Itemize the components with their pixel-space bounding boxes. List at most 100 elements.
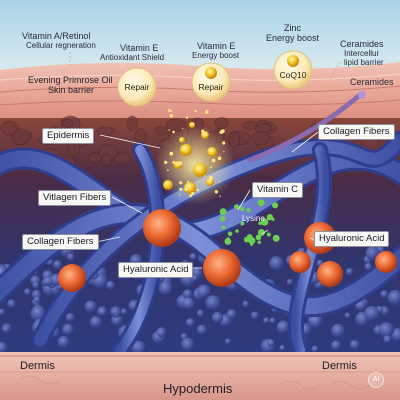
dermal-cell [126, 115, 138, 131]
vitamin-e-1-label: Vitamin E [120, 43, 158, 53]
lysine-dot [246, 208, 251, 213]
gold-sparkle [172, 130, 175, 134]
lysine-dot [266, 214, 273, 221]
ceramides-1-sub2: lipid barrier [344, 58, 384, 67]
coq10-label: CoQ10 [273, 70, 313, 80]
lysine-dot [224, 238, 232, 245]
ceramides-1-sub1-text: Intercellur [344, 49, 380, 58]
blue-cell [344, 312, 351, 319]
gold-particle [193, 163, 207, 177]
gold-sparkle [168, 109, 171, 112]
dermal-cell [214, 117, 229, 129]
dermal-cell [242, 120, 257, 131]
lysine-text: Lysine [242, 214, 265, 223]
gold-sparkle [205, 110, 209, 114]
gold-sparkle [196, 188, 200, 192]
dermal-cell [113, 152, 131, 165]
hyaluronic-center-text: Hyaluronic Acid [123, 264, 189, 275]
repair-1-label: Repair [117, 82, 157, 92]
gold-sparkle [179, 187, 183, 191]
lysine-dot [246, 234, 253, 240]
gold-sparkle [222, 141, 226, 145]
gold-sparkle [219, 130, 223, 134]
gold-sparkle [191, 192, 195, 195]
dermal-cell [1, 121, 19, 136]
blue-cell [205, 295, 221, 311]
lysine-dot [227, 231, 233, 237]
blue-cell [242, 300, 249, 308]
blue-cell [3, 326, 10, 333]
ceramides-2-title: Ceramides [350, 77, 394, 87]
blue-cell [110, 306, 122, 318]
vitamin-a-sublabel: Cellular regneration [26, 41, 96, 50]
gold-sparkle [223, 151, 225, 153]
collagen-right-text: Collagen Fibers [323, 126, 390, 137]
blue-cell [105, 280, 115, 290]
evening-primrose-title: Evening Primrose Oil [28, 75, 113, 85]
vitamin-e-2-label: Vitamin E [197, 41, 235, 51]
blue-cell [7, 299, 16, 309]
gold-sparkle [179, 181, 183, 185]
vitamin-a-title: Vitamin A/Retinol [22, 31, 91, 41]
callout-hyaluronic-right: Hyaluronic Acid [314, 231, 390, 248]
gold-sparkle [210, 166, 213, 169]
blue-cell [279, 344, 286, 351]
callout-epidermis: Epidermis [42, 128, 95, 145]
evening-primrose-sub: Skin barrier [48, 85, 95, 95]
dermal-cell [154, 126, 170, 136]
callout-vitamin-c: Vitamin C [252, 182, 304, 199]
blue-cell [331, 340, 342, 351]
blue-cell [269, 317, 276, 324]
gold-sparkle [187, 180, 189, 183]
evening-primrose-label: Evening Primrose Oil [28, 75, 113, 85]
dermal-cell [228, 131, 241, 148]
blue-cell [33, 296, 41, 303]
collagen-left-text: Collagen Fibers [27, 236, 94, 247]
layer-dermis-left: Dermis [20, 360, 55, 372]
gold-sparkle [194, 109, 197, 113]
repair-1-text: Repair [124, 82, 150, 92]
blue-cell [364, 305, 380, 322]
lysine-dot [219, 216, 226, 222]
blue-cell [276, 320, 291, 334]
blue-cell [191, 274, 199, 282]
gold-sparkle [178, 193, 181, 196]
gold-particle [207, 147, 217, 157]
dermis-right-text: Dermis [322, 360, 357, 372]
lysine-dot [235, 229, 239, 233]
dermal-cell [135, 128, 147, 145]
blue-cell [380, 290, 389, 299]
lysine-dot [240, 221, 245, 226]
vitamin-a-sub: Cellular regneration [26, 41, 96, 50]
blue-cell [387, 289, 400, 306]
gold-sparkle [169, 151, 174, 156]
callout-collagen-right: Collagen Fibers [318, 124, 395, 141]
lysine-dot [272, 202, 279, 209]
ceramides-1-sub2-text: lipid barrier [344, 58, 384, 67]
gold-sparkle [185, 116, 189, 119]
blue-cell [156, 327, 167, 338]
ai-watermark-text: AI [372, 376, 380, 383]
lysine-dot [255, 234, 262, 241]
gold-particle [206, 178, 214, 186]
vitamin-c-text: Vitamin C [257, 184, 299, 195]
dermis-left-text: Dermis [20, 360, 55, 372]
gold-sparkle [211, 158, 216, 163]
gold-sparkle [210, 179, 213, 181]
zinc-title: Zinc [284, 23, 302, 33]
gold-sparkle [166, 169, 169, 172]
ceramides-2-label: Ceramides [350, 77, 394, 87]
lysine-label: Lysine [242, 214, 265, 223]
blue-cell [57, 335, 70, 349]
hypodermis-text: Hypodermis [163, 381, 233, 396]
gold-sparkle [201, 129, 205, 133]
vitamin-e-1-sub: Antioxidant Shield [100, 53, 165, 62]
vitamin-e-2-sublabel: Energy boost [192, 51, 239, 60]
blue-cell [0, 341, 8, 354]
lysine-dot [234, 204, 239, 210]
blue-cell [131, 340, 146, 355]
lysine-dot [250, 243, 253, 246]
dermal-cell [96, 126, 115, 137]
blue-cell [383, 335, 392, 344]
gold-sparkle [204, 132, 208, 137]
